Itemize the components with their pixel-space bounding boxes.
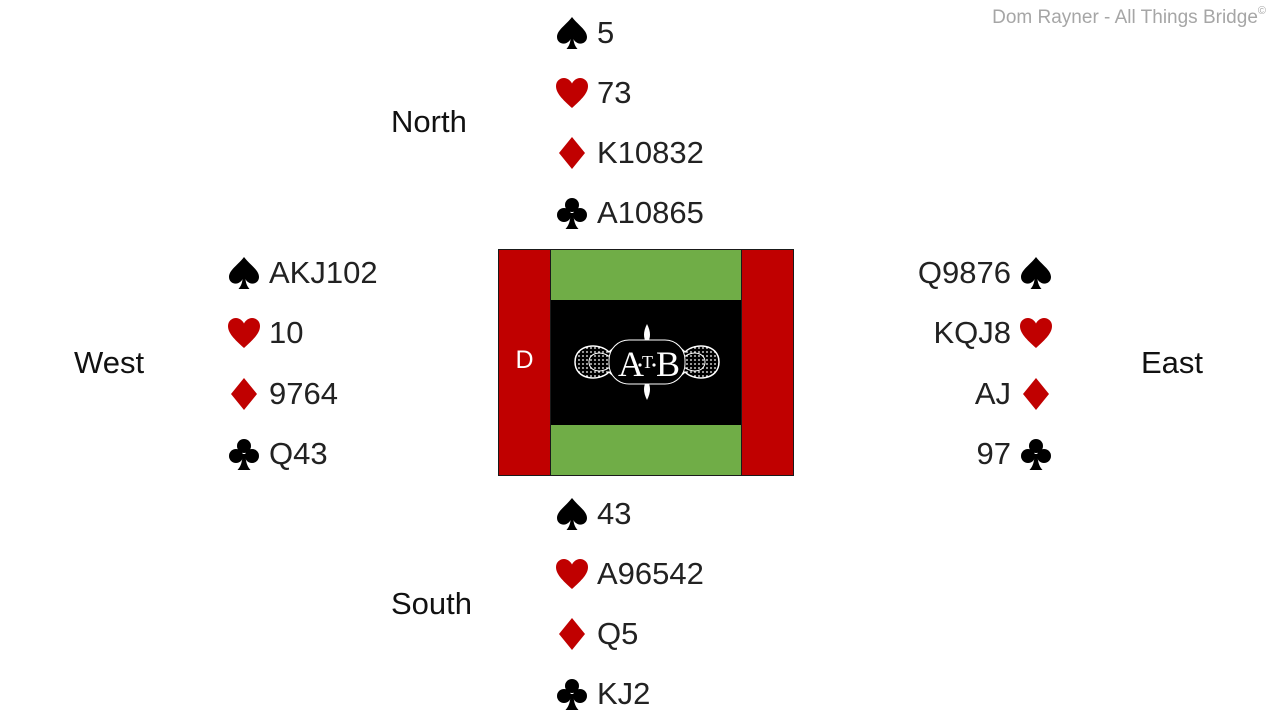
copyright-credit: Dom Rayner - All Things Bridge© (992, 5, 1266, 29)
hand-south-spades: 43 (554, 492, 631, 536)
hearts-icon (226, 315, 262, 351)
hand-east-spades-cards: Q9876 (917, 255, 1011, 290)
hearts-icon (554, 556, 590, 592)
diamonds-icon (1018, 376, 1054, 412)
credit-text: Dom Rayner - All Things Bridge (992, 7, 1258, 28)
hand-north-diamonds: K10832 (554, 131, 704, 175)
hand-east-diamonds-cards: AJ (974, 376, 1011, 411)
bridge-table: D A T B (498, 249, 794, 476)
table-west-side: D (499, 250, 551, 475)
spades-icon (226, 255, 262, 291)
hearts-icon (554, 75, 590, 111)
hand-east-spades: Q9876 (918, 251, 1054, 295)
hand-south-clubs: KJ2 (554, 672, 650, 716)
diamonds-icon (554, 135, 590, 171)
hand-south-hearts-cards: A96542 (597, 556, 704, 591)
clubs-icon (1018, 436, 1054, 472)
hand-east-diamonds: AJ (975, 372, 1054, 416)
hearts-icon (1018, 315, 1054, 351)
hand-south-diamonds: Q5 (554, 612, 638, 656)
hand-west-hearts: 10 (226, 311, 303, 355)
logo-band: A T B (551, 300, 741, 425)
table-centre: A T B (551, 250, 741, 475)
clubs-icon (554, 195, 590, 231)
clubs-icon (554, 676, 590, 712)
hand-north-hearts: 73 (554, 71, 631, 115)
hand-west-diamonds: 9764 (226, 372, 338, 416)
hand-north-clubs-cards: A10865 (597, 195, 704, 230)
hand-west-diamonds-cards: 9764 (269, 376, 338, 411)
spades-icon (1018, 255, 1054, 291)
diamonds-icon (554, 616, 590, 652)
diamonds-icon (226, 376, 262, 412)
hand-east-hearts-cards: KQJ8 (933, 315, 1011, 350)
hand-west-spades: AKJ102 (226, 251, 378, 295)
hand-north-clubs: A10865 (554, 191, 704, 235)
hand-north-hearts-cards: 73 (597, 75, 632, 110)
hand-west-clubs: Q43 (226, 432, 328, 476)
dealer-marker: D (515, 346, 534, 374)
hand-south-diamonds-cards: Q5 (597, 616, 639, 651)
spades-icon (554, 496, 590, 532)
hand-north-spades-cards: 5 (597, 15, 615, 50)
table-east-side (741, 250, 793, 475)
seat-south-label: South (391, 586, 473, 621)
hand-south-spades-cards: 43 (597, 496, 632, 531)
atb-logo-icon: A T B (574, 324, 720, 400)
hand-south-hearts: A96542 (554, 552, 704, 596)
hand-west-clubs-cards: Q43 (269, 436, 328, 471)
hand-east-clubs-cards: 97 (976, 436, 1011, 471)
spades-icon (554, 15, 590, 51)
seat-east-label: East (1141, 345, 1204, 380)
hand-north-spades: 5 (554, 11, 614, 55)
hand-east-clubs: 97 (977, 432, 1054, 476)
seat-north-label: North (391, 104, 467, 139)
hand-west-hearts-cards: 10 (269, 315, 304, 350)
hand-east-hearts: KQJ8 (933, 311, 1054, 355)
hand-north-diamonds-cards: K10832 (597, 135, 704, 170)
seat-west-label: West (74, 345, 145, 380)
svg-text:B: B (656, 344, 680, 384)
hand-west-spades-cards: AKJ102 (269, 255, 378, 290)
hand-south-clubs-cards: KJ2 (597, 676, 651, 711)
copyright-mark: © (1257, 5, 1266, 17)
clubs-icon (226, 436, 262, 472)
svg-text:T: T (642, 352, 653, 372)
